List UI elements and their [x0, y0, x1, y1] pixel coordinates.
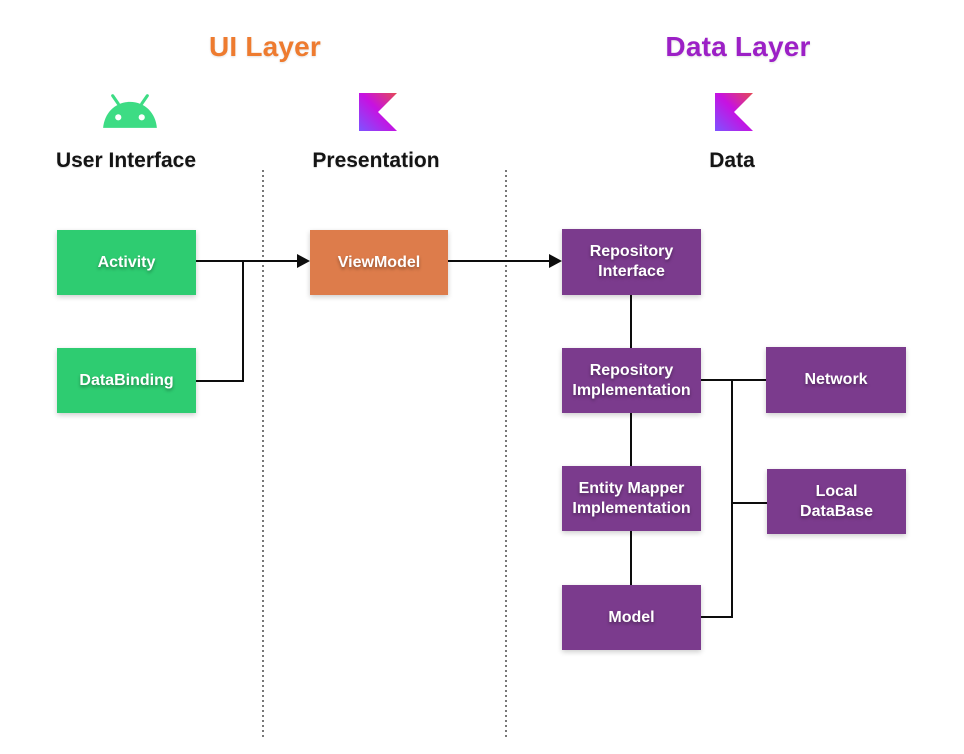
node-viewmodel: ViewModel: [310, 230, 448, 295]
arrowhead-into-repository-interface: [549, 254, 562, 268]
column-separator: [505, 170, 507, 737]
node-repository-implementation: Repository Implementation: [562, 348, 701, 413]
edge-repointerface-repoimplementation: [630, 295, 632, 348]
edge-repoimplementation-entitymapper: [630, 413, 632, 466]
data-layer-title: Data Layer: [665, 31, 811, 62]
edge-databinding-junction: [196, 380, 243, 382]
kotlin-icon: [359, 93, 397, 131]
arrowhead-into-viewmodel: [297, 254, 310, 268]
node-local-database: Local DataBase: [767, 469, 906, 534]
column-label-data: Data: [709, 149, 755, 172]
column-label-presentation: Presentation: [312, 149, 440, 172]
edge-junction-vertical: [242, 260, 244, 382]
edge-branch-vertical: [731, 379, 733, 618]
android-icon: [99, 92, 161, 134]
node-network: Network: [766, 347, 906, 413]
edge-entitymapper-model: [630, 531, 632, 585]
kotlin-icon: [715, 93, 753, 131]
node-databinding: DataBinding: [57, 348, 196, 413]
node-model: Model: [562, 585, 701, 650]
node-entity-mapper-implementation: Entity Mapper Implementation: [562, 466, 701, 531]
edge-repoimplementation-network: [701, 379, 767, 381]
column-separator: [262, 170, 264, 737]
edge-branch-localdatabase: [733, 502, 768, 504]
edge-viewmodel-repository-interface: [448, 260, 551, 262]
node-repository-interface: Repository Interface: [562, 229, 701, 295]
column-label-user-interface: User Interface: [55, 149, 197, 172]
edge-activity-viewmodel: [196, 260, 298, 262]
node-activity: Activity: [57, 230, 196, 295]
edge-model-branch: [701, 616, 732, 618]
ui-layer-title: UI Layer: [208, 31, 322, 62]
